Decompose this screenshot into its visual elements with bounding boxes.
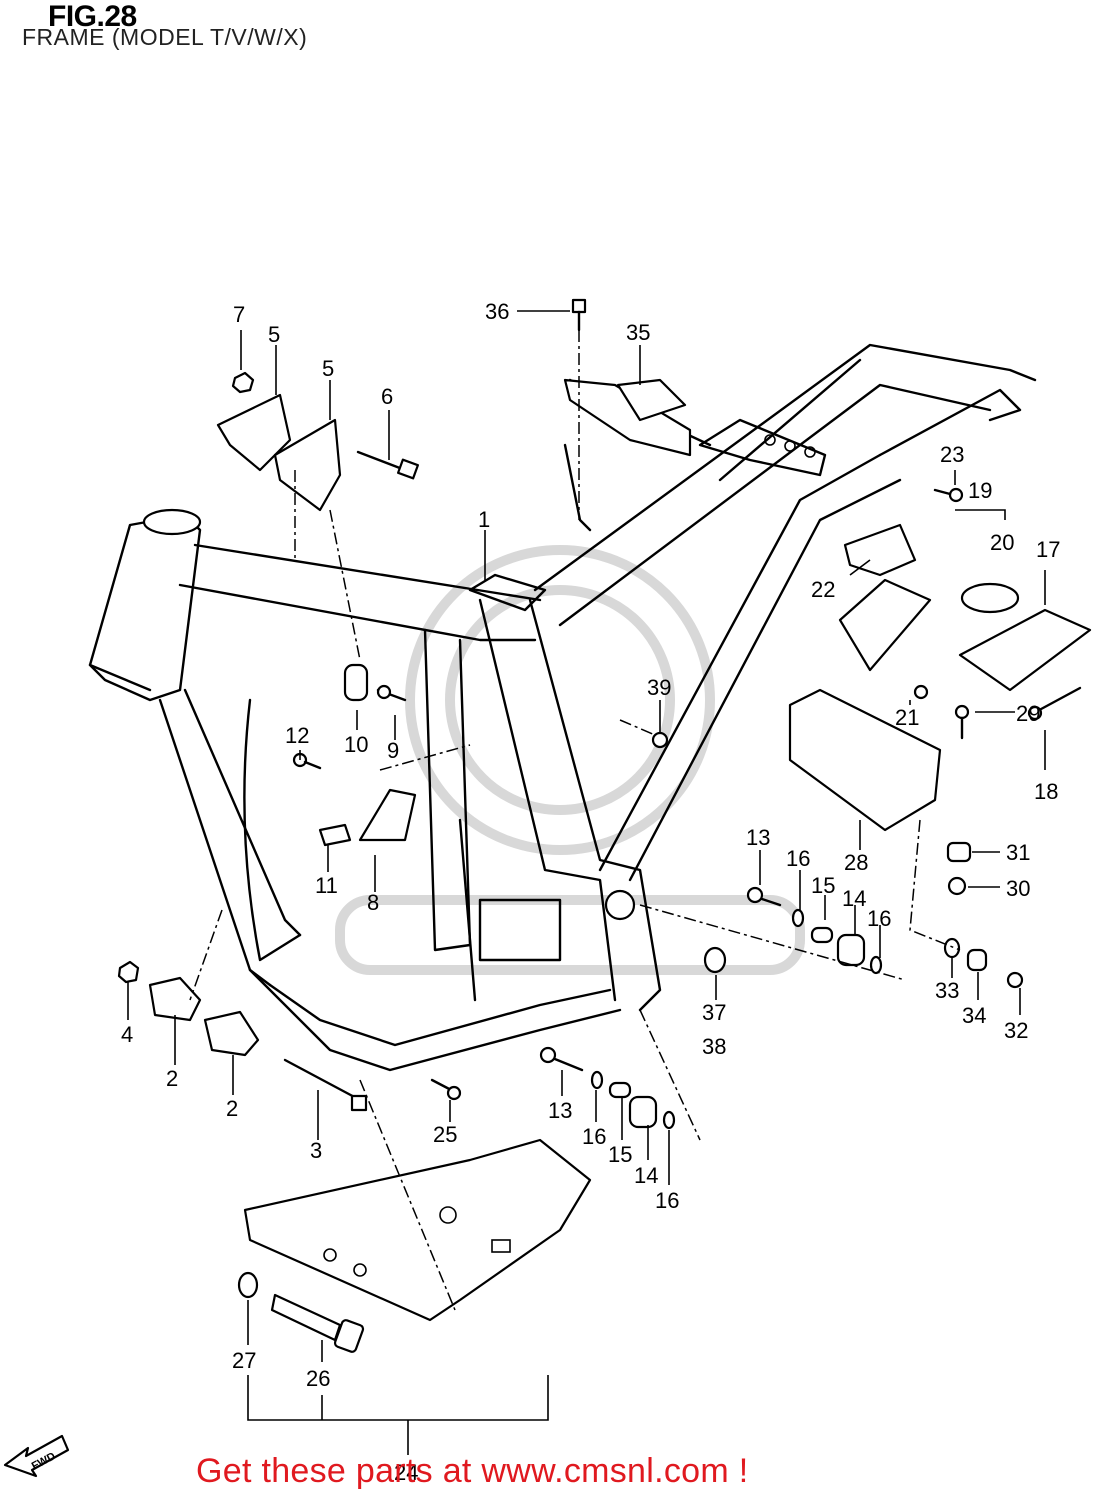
rear-fender-part-28: [788, 688, 942, 832]
callout-1: 1: [478, 507, 490, 532]
callout-15: 15: [811, 873, 835, 898]
small-parts: [117, 298, 1092, 1353]
callout-2: 2: [166, 1066, 178, 1091]
leader-lines: [127, 310, 1046, 1455]
callout-39: 39: [647, 675, 671, 700]
callout-10: 10: [344, 732, 368, 757]
clamp-part-11: [318, 823, 352, 847]
callout-23: 23: [940, 442, 964, 467]
callout-14: 14: [842, 886, 866, 911]
nut-part-4: [117, 960, 140, 984]
callout-8: 8: [367, 890, 379, 915]
callout-32: 32: [1004, 1018, 1028, 1043]
bolt-part-36: [571, 298, 587, 314]
callout-29: 29: [1016, 701, 1040, 726]
callout-33: 33: [935, 978, 959, 1003]
bolt-part-6: [396, 458, 420, 480]
callout-25: 25: [433, 1122, 457, 1147]
spacer-part-10: [343, 663, 369, 702]
skid-plate-part-24: [243, 1138, 592, 1322]
fwd-arrow-icon: FWD: [3, 1434, 70, 1478]
bracket-part-8: [358, 788, 417, 842]
callout-17: 17: [1036, 537, 1060, 562]
callout-14: 14: [634, 1163, 658, 1188]
main-frame: [88, 343, 1037, 1072]
callout-18: 18: [1034, 779, 1058, 804]
plate-part-2b: [203, 1010, 260, 1057]
callout-16: 16: [582, 1124, 606, 1149]
callout-9: 9: [387, 738, 399, 763]
callout-31: 31: [1006, 840, 1030, 865]
figure-number: FIG.28: [48, 0, 137, 33]
callout-13: 13: [548, 1098, 572, 1123]
callout-38: 38: [702, 1034, 726, 1059]
callout-13: 13: [746, 825, 770, 850]
callout-2: 2: [226, 1096, 238, 1121]
bolt-part-9: [376, 684, 392, 700]
callout-12: 12: [285, 723, 309, 748]
callout-30: 30: [1006, 876, 1030, 901]
engine-bracket-part-5b: [273, 418, 342, 512]
figure-subtitle: FRAME (MODEL T/V/W/X): [22, 24, 308, 50]
watermark-logo: [335, 545, 805, 975]
plate-part-2a: [148, 976, 202, 1022]
nut-part-7: [231, 371, 255, 394]
callout-35: 35: [626, 320, 650, 345]
plug-part-39: [651, 731, 669, 749]
callout-21: 21: [895, 705, 919, 730]
bolt-part-25: [446, 1085, 462, 1101]
callout-7: 7: [233, 302, 245, 327]
callout-5: 5: [268, 322, 280, 347]
promo-link[interactable]: Get these parts at www.cmsnl.com !: [196, 1452, 749, 1490]
callout-24: 24: [394, 1460, 418, 1485]
callout-numbers: 7 5 5 6 36 35 1 39 10 9 12 11 8 4 2 2 3 …: [121, 299, 1060, 1485]
callout-16: 16: [655, 1188, 679, 1213]
callout-5: 5: [322, 356, 334, 381]
seat-cushion-part-35: [563, 378, 692, 457]
callout-37: 37: [702, 1000, 726, 1025]
callout-22: 22: [811, 577, 835, 602]
callout-3: 3: [310, 1138, 322, 1163]
callout-15: 15: [608, 1142, 632, 1167]
callout-26: 26: [306, 1366, 330, 1391]
callout-36: 36: [485, 299, 509, 324]
callout-19: 19: [968, 478, 992, 503]
bolt-part-3: [350, 1094, 368, 1112]
callout-6: 6: [381, 384, 393, 409]
callout-4: 4: [121, 1022, 133, 1047]
callout-16: 16: [786, 846, 810, 871]
callout-28: 28: [844, 850, 868, 875]
callout-34: 34: [962, 1003, 986, 1028]
callout-27: 27: [232, 1348, 256, 1373]
callout-16: 16: [867, 906, 891, 931]
callout-20: 20: [990, 530, 1014, 555]
callout-11: 11: [315, 873, 338, 898]
